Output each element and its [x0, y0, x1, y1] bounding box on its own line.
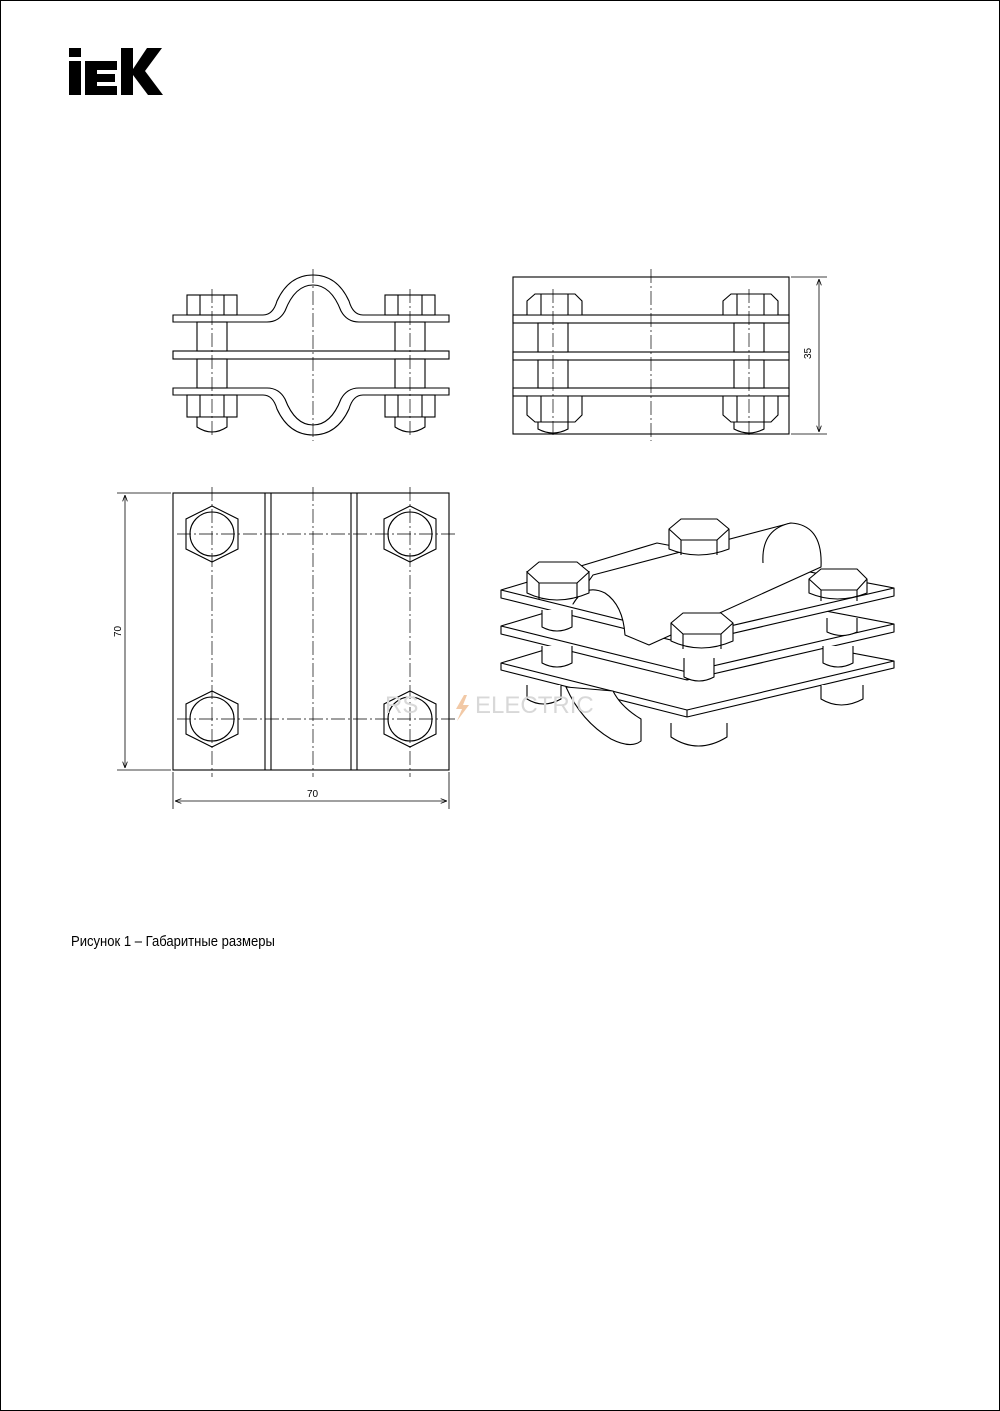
watermark: RS ELECTRIC [385, 692, 594, 721]
plan-view [117, 487, 457, 809]
front-view [172, 269, 450, 441]
figure-caption: Рисунок 1 – Габаритные размеры [71, 934, 275, 950]
iek-logo [69, 48, 163, 95]
side-view [512, 269, 827, 441]
lightning-icon [456, 695, 469, 721]
height-dimension-label: 35 [803, 347, 814, 359]
isometric-view [500, 518, 895, 747]
plan-width-dimension-label: 70 [307, 789, 319, 800]
technical-drawing: 35 [113, 269, 895, 809]
plan-height-dimension-label: 70 [113, 625, 124, 637]
watermark-right: ELECTRIC [475, 692, 594, 719]
watermark-left: RS [385, 692, 418, 719]
